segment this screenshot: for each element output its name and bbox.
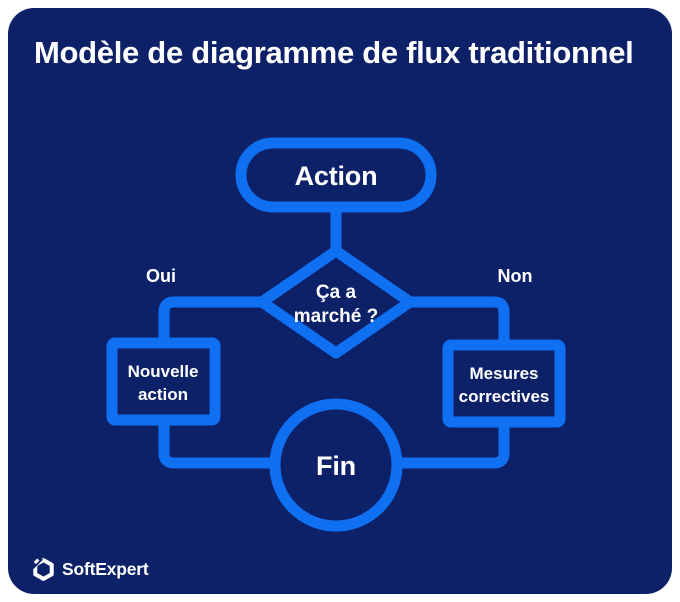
connector-nobox-to-end [392, 422, 510, 469]
flowchart-canvas: Action Ça a marché ? Oui Non Nouvelle ac… [106, 137, 566, 532]
end-node [269, 398, 403, 532]
brand-footer: SoftExpert [32, 558, 149, 581]
decision-node [256, 245, 416, 359]
connector-yesbox-to-end [158, 420, 280, 469]
branch-label-no: Non [498, 266, 533, 286]
yes-box-node [106, 337, 221, 426]
no-box-label-line2: correctives [459, 387, 550, 406]
yes-box-label-line2: action [138, 385, 188, 404]
brand-name: SoftExpert [62, 559, 149, 579]
infographic-card: Modèle de diagramme de flux traditionnel… [8, 8, 672, 594]
no-box-label-line1: Mesures [470, 364, 539, 383]
decision-label-line1: Ça a [316, 282, 357, 303]
yes-box-label-line1: Nouvelle [128, 362, 199, 381]
connector-yes-branch [158, 296, 262, 348]
page-title: Modèle de diagramme de flux traditionnel [34, 35, 634, 70]
start-node [235, 137, 437, 213]
start-node-label: Action [295, 161, 378, 191]
end-node-label: Fin [316, 451, 356, 481]
softexpert-logo-icon [32, 558, 54, 581]
no-box-node [442, 339, 566, 428]
branch-label-yes: Oui [146, 266, 176, 286]
decision-label-line2: marché ? [294, 306, 378, 327]
connector-no-branch [410, 296, 510, 349]
